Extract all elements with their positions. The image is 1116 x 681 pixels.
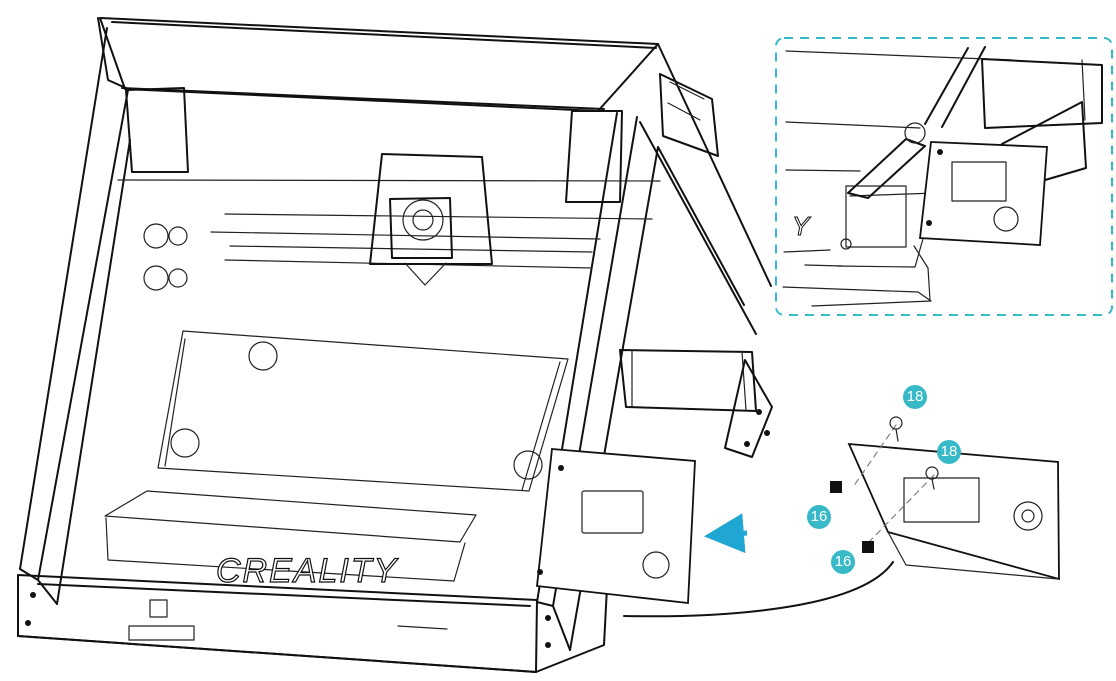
detail-inset: Y — [775, 37, 1113, 316]
exploded-display-panel — [830, 416, 1060, 581]
callout-18-bottom: 18 — [937, 440, 961, 464]
svg-text:18: 18 — [907, 388, 924, 405]
install-direction-arrow — [704, 513, 748, 554]
printer-body: CREALITY — [17, 17, 773, 673]
callout-16-top: 16 — [807, 505, 831, 529]
svg-text:CREALITY: CREALITY — [216, 552, 399, 590]
svg-text:16: 16 — [811, 508, 828, 525]
brand-logo: CREALITY — [215, 551, 399, 590]
svg-text:16: 16 — [835, 553, 852, 570]
display-cable — [623, 561, 894, 618]
svg-text:18: 18 — [941, 443, 958, 460]
mounted-display-unit — [536, 448, 696, 605]
svg-text:Y: Y — [792, 211, 811, 241]
callout-18-top: 18 — [903, 385, 927, 409]
callout-16-bottom: 16 — [831, 550, 855, 574]
